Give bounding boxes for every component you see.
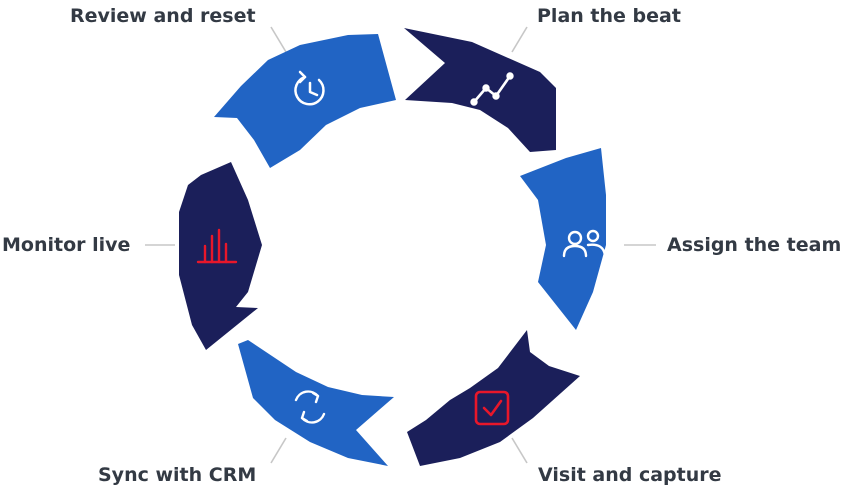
- checkbox-check-icon: [474, 390, 510, 426]
- label-assign: Assign the team: [667, 234, 842, 256]
- segment-monitor: [179, 162, 262, 350]
- clock-reset-icon: [294, 70, 325, 106]
- sync-arrows-icon: [294, 390, 326, 424]
- label-monitor: Monitor live: [2, 234, 131, 256]
- connector-plan: [511, 26, 528, 53]
- segment-review: [214, 34, 396, 168]
- connector-sync: [270, 437, 287, 464]
- segment-plan: [404, 28, 556, 152]
- trend-line-icon: [470, 72, 514, 106]
- label-sync: Sync with CRM: [98, 464, 257, 486]
- connector-review: [270, 26, 287, 53]
- segment-visit: [407, 330, 580, 466]
- segment-assign: [520, 148, 606, 330]
- label-review: Review and reset: [70, 5, 256, 27]
- label-plan: Plan the beat: [537, 5, 681, 27]
- people-icon: [562, 229, 607, 258]
- connector-visit: [511, 437, 528, 464]
- bar-chart-icon: [196, 228, 238, 264]
- label-visit: Visit and capture: [538, 464, 722, 486]
